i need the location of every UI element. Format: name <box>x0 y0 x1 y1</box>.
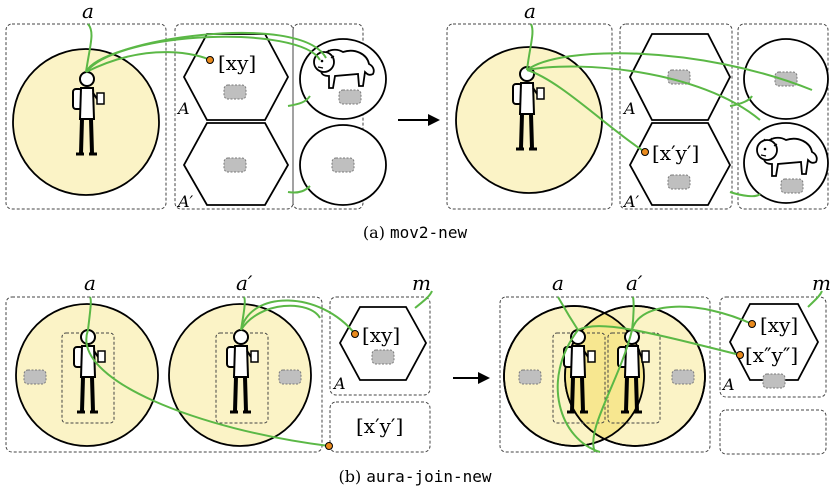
location-tag: [x′y′] <box>652 141 699 165</box>
hex-label: A <box>721 375 735 394</box>
location-dot <box>325 442 333 450</box>
panel-a-before: [xy] a A A′ <box>5 0 387 211</box>
location-tag: [xy] <box>362 323 400 347</box>
token-icon <box>762 373 786 389</box>
zone-box <box>329 401 431 453</box>
hex-label: A <box>332 374 346 393</box>
panel-b-before: [xy] [x′y′] a a′ m A <box>5 271 433 453</box>
token-icon <box>780 178 804 194</box>
zone-box <box>719 296 827 398</box>
token-icon <box>667 174 691 190</box>
location-dot <box>641 148 649 156</box>
hex-label: A <box>176 99 190 118</box>
token-icon <box>223 157 247 173</box>
location-tag: [xy] <box>218 51 256 75</box>
hexagon-A-prime <box>628 122 732 206</box>
caption-a: (a) mov2-new <box>363 223 468 242</box>
message-label: m <box>412 271 431 295</box>
aura-circle <box>12 48 160 196</box>
location-tag: [x″y″] <box>745 343 798 367</box>
hex-label: A <box>622 99 636 118</box>
agent-label: a <box>82 0 94 23</box>
panel-b-after: [xy] [x″y″] a a′ m A <box>499 271 830 455</box>
location-dot <box>206 56 214 64</box>
zone-box <box>719 409 827 455</box>
token-icon <box>671 369 695 385</box>
token-icon <box>278 369 302 385</box>
agent-label: a <box>524 0 536 23</box>
token-icon <box>371 349 395 365</box>
hexagon-A <box>182 33 290 121</box>
zone-box <box>446 23 613 210</box>
agent-label: a′ <box>236 271 253 295</box>
zone-box <box>329 296 431 396</box>
token-icon <box>667 69 691 85</box>
agent-label: a <box>552 271 564 295</box>
location-tag: [x′y′] <box>356 414 403 438</box>
transition-arrow <box>453 372 490 384</box>
panel-a-after: [x′y′] a A A′ <box>446 0 829 211</box>
zone-box <box>5 296 323 453</box>
token-icon <box>23 369 47 385</box>
agent-label: a <box>84 271 96 295</box>
location-dot <box>351 330 359 338</box>
token-icon <box>338 89 362 105</box>
token-icon <box>223 84 247 100</box>
agent-label: a′ <box>626 271 643 295</box>
hex-label: A′ <box>622 192 640 211</box>
message-label: m <box>812 271 830 295</box>
caption-b: (b) aura-join-new <box>338 467 491 486</box>
location-dot <box>736 351 744 359</box>
zone-box <box>619 23 733 210</box>
zone-box <box>174 23 294 210</box>
location-tag: [xy] <box>760 313 798 337</box>
transition-arrow <box>398 114 440 126</box>
token-icon <box>518 369 542 385</box>
hex-label: A′ <box>176 192 194 211</box>
hexagon-A <box>338 306 428 381</box>
token-icon <box>331 157 355 173</box>
location-dot <box>748 320 756 328</box>
